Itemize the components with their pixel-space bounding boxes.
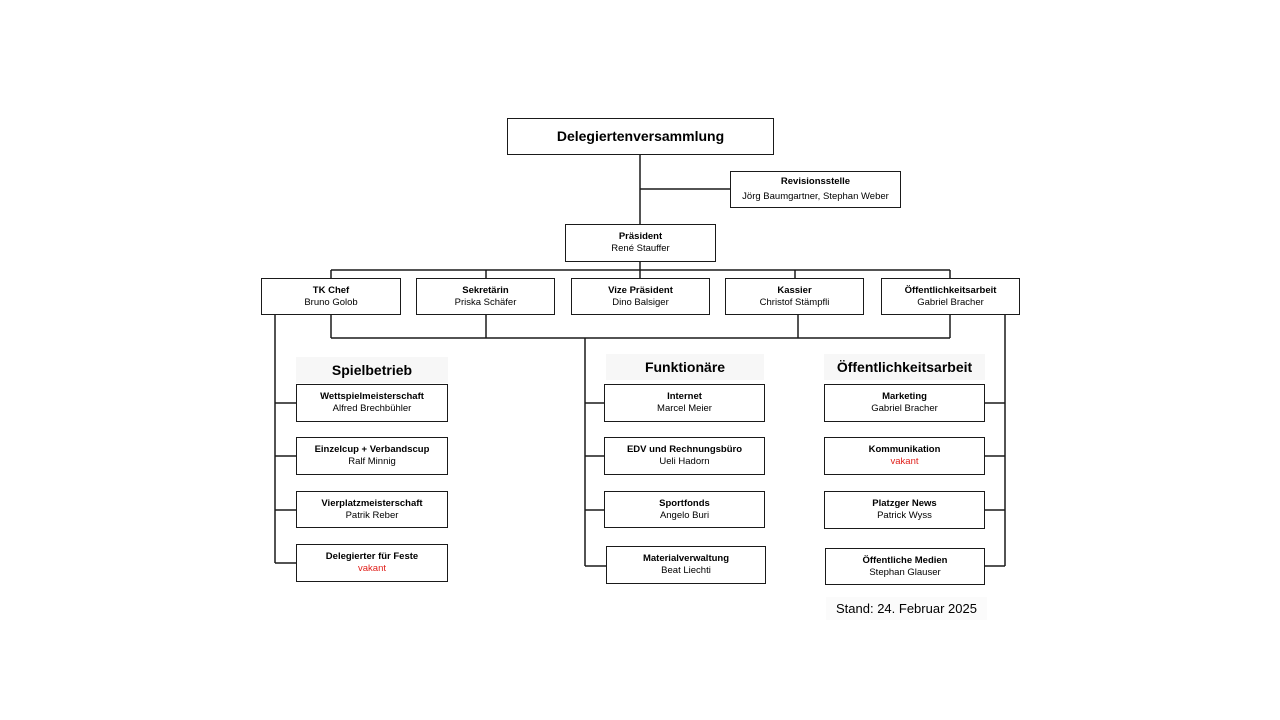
item-title: Marketing <box>882 391 927 403</box>
item-title: EDV und Rechnungsbüro <box>626 444 743 456</box>
stand-date: Stand: 24. Februar 2025 <box>826 597 987 620</box>
revision-name: Jörg Baumgartner, Stephan Weber <box>742 191 889 202</box>
group-item-box: Platzger News Patrick Wyss <box>824 491 985 529</box>
item-title: Öffentliche Medien <box>862 554 948 566</box>
board-box-oeffentlichkeitsarbeit: Öffentlichkeitsarbeit Gabriel Bracher <box>881 278 1020 315</box>
board-box-vize-praesident: Vize Präsident Dino Balsiger <box>571 278 710 315</box>
group-item-box: Sportfonds Angelo Buri <box>604 491 765 528</box>
group-heading-spielbetrieb: Spielbetrieb <box>296 357 448 383</box>
group-item-box: Kommunikation vakant <box>824 437 985 475</box>
president-name: René Stauffer <box>611 243 670 254</box>
item-name: Stephan Glauser <box>869 566 941 578</box>
item-title: Internet <box>667 391 702 403</box>
group-item-box: Delegierter für Feste vakant <box>296 544 448 582</box>
item-name: Beat Liechti <box>661 565 711 576</box>
group-heading-funktionaere: Funktionäre <box>606 354 764 380</box>
item-name: Ralf Minnig <box>348 456 396 467</box>
item-title: Delegierter für Feste <box>325 551 419 563</box>
board-title: TK Chef <box>312 284 350 296</box>
group-item-box: EDV und Rechnungsbüro Ueli Hadorn <box>604 437 765 475</box>
board-box-kassier: Kassier Christof Stämpfli <box>725 278 864 315</box>
board-title: Sekretärin <box>462 284 509 296</box>
root-title: Delegiertenversammlung <box>556 127 725 144</box>
board-title: Öffentlichkeitsarbeit <box>904 284 997 296</box>
board-box-sekretaerin: Sekretärin Priska Schäfer <box>416 278 555 315</box>
board-name: Bruno Golob <box>304 296 358 308</box>
root-box-delegiertenversammlung: Delegiertenversammlung <box>507 118 774 155</box>
item-name-vacant: vakant <box>890 456 919 467</box>
group-item-box: Vierplatzmeisterschaft Patrik Reber <box>296 491 448 528</box>
item-name: Marcel Meier <box>657 403 712 414</box>
group-item-box: Wettspielmeisterschaft Alfred Brechbühle… <box>296 384 448 422</box>
group-item-box: Einzelcup + Verbandscup Ralf Minnig <box>296 437 448 475</box>
item-name: Patrik Reber <box>345 509 399 521</box>
board-box-tk-chef: TK Chef Bruno Golob <box>261 278 401 315</box>
group-item-box: Marketing Gabriel Bracher <box>824 384 985 422</box>
board-name: Dino Balsiger <box>612 296 669 308</box>
item-title: Einzelcup + Verbandscup <box>314 444 430 456</box>
group-heading-oeffentlichkeitsarbeit: Öffentlichkeitsarbeit <box>824 354 985 380</box>
item-title: Materialverwaltung <box>642 553 730 565</box>
item-name: Angelo Buri <box>659 509 710 521</box>
president-title: Präsident <box>618 231 663 243</box>
president-box: Präsident René Stauffer <box>565 224 716 262</box>
item-name-vacant: vakant <box>358 563 386 574</box>
item-title: Wettspielmeisterschaft <box>320 391 424 403</box>
item-name: Alfred Brechbühler <box>332 403 412 414</box>
revision-box: Revisionsstelle Jörg Baumgartner, Stepha… <box>730 171 901 208</box>
item-name: Patrick Wyss <box>877 510 932 521</box>
item-title: Platzger News <box>872 498 937 510</box>
item-title: Sportfonds <box>659 497 710 509</box>
revision-title: Revisionsstelle <box>780 176 851 188</box>
group-item-box: Materialverwaltung Beat Liechti <box>606 546 766 584</box>
board-name: Christof Stämpfli <box>759 296 830 308</box>
item-name: Gabriel Bracher <box>871 403 938 414</box>
board-title: Vize Präsident <box>608 284 673 296</box>
board-name: Priska Schäfer <box>454 296 517 308</box>
item-title: Kommunikation <box>868 444 941 456</box>
board-name: Gabriel Bracher <box>917 296 984 308</box>
group-item-box: Öffentliche Medien Stephan Glauser <box>825 548 985 585</box>
item-title: Vierplatzmeisterschaft <box>321 497 423 509</box>
board-title: Kassier <box>777 284 812 296</box>
item-name: Ueli Hadorn <box>659 456 710 467</box>
group-item-box: Internet Marcel Meier <box>604 384 765 422</box>
